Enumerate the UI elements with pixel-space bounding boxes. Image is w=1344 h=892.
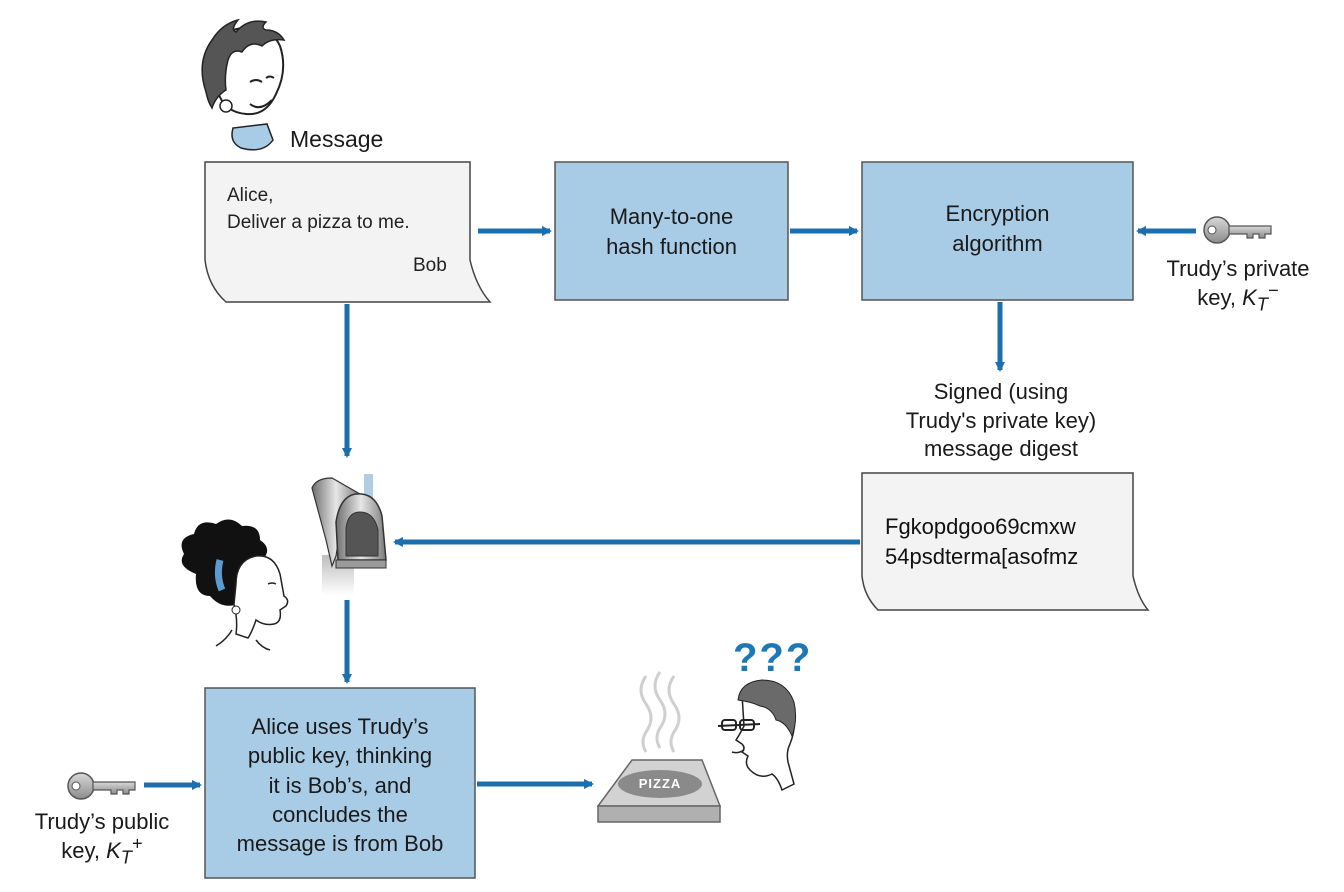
pizza-box-icon (596, 671, 722, 823)
encryption-algorithm-box (861, 161, 1134, 301)
bob-icon (201, 18, 286, 151)
digest-text: Fgkopdgoo69cmxw 54psdterma[asofmz (885, 514, 1079, 569)
hash-function-box (554, 161, 789, 301)
message-label: Message (290, 126, 384, 152)
digest-document (861, 472, 1150, 611)
pizza-label: PIZZA (638, 776, 682, 791)
signed-digest-label: Signed (using Trudy's private key) messa… (905, 379, 1097, 462)
private-key-label: Trudy’s private key, KT− (1166, 256, 1310, 314)
alice-icon (181, 519, 289, 651)
private-key-icon (1203, 216, 1272, 244)
confused-man-icon (717, 679, 797, 792)
flow-arrows (144, 226, 1196, 790)
encryption-algorithm-text: Encryption algorithm (945, 201, 1050, 256)
alice-conclusion-box (204, 687, 476, 879)
message-body: Deliver a pizza to me. (227, 212, 410, 233)
public-key-label: Trudy’s public key, KT+ (34, 809, 170, 867)
alice-conclusion-text: Alice uses Trudy’s public key, thinking … (236, 714, 444, 856)
question-marks: ??? (733, 636, 813, 680)
hash-function-text: Many-to-one hash function (606, 204, 737, 259)
message-salutation: Alice, (227, 185, 274, 206)
message-signature: Bob (413, 255, 447, 276)
public-key-icon (67, 772, 136, 800)
mailbox-icon (311, 474, 387, 595)
message-document (204, 161, 492, 303)
